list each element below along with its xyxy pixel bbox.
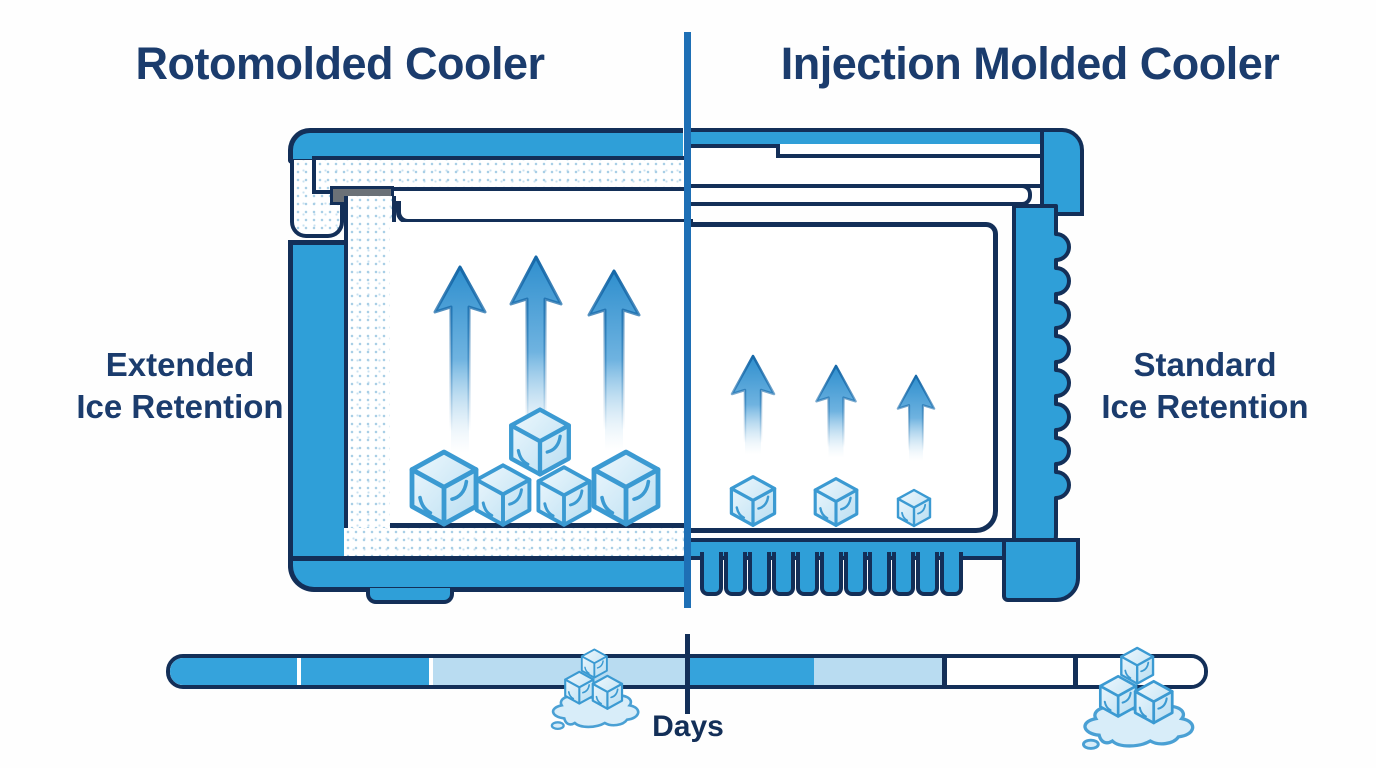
divider-line — [684, 32, 691, 608]
heat-arrow-large-icon — [509, 255, 563, 485]
timeline-segment — [301, 658, 429, 685]
label-standard-ice-retention: Standard Ice Retention — [1055, 344, 1355, 427]
injection-bottom-rib — [940, 552, 963, 596]
label-extended-ice-retention: Extended Ice Retention — [30, 344, 330, 427]
injection-bottom-rib — [748, 552, 771, 596]
label-extended-line2: Ice Retention — [76, 387, 284, 425]
timeline-segment — [170, 658, 297, 685]
divider-tick — [685, 634, 690, 714]
ice-cube-icon — [726, 474, 780, 528]
rotomolded-foot — [366, 588, 454, 604]
injection-lid-corner — [1040, 128, 1084, 216]
injection-bottom-rib — [868, 552, 891, 596]
rotomolded-wall-insulation — [344, 196, 396, 560]
heat-arrow-small-icon — [896, 374, 936, 478]
timeline-tick — [942, 658, 947, 685]
injection-bottom-rib — [700, 552, 723, 596]
page-title-left: Rotomolded Cooler — [135, 38, 545, 89]
timeline-segment — [814, 658, 942, 685]
timeline-segment — [947, 658, 1073, 685]
timeline-tick — [1073, 658, 1078, 685]
rotomolded-inner-lid-line — [396, 201, 693, 224]
rotomolded-bottom-slab — [288, 556, 688, 592]
ice-cube-icon — [810, 476, 862, 528]
injection-bottom-rib — [796, 552, 819, 596]
injection-foot — [1002, 538, 1080, 602]
page-title-right: Injection Molded Cooler — [780, 38, 1280, 89]
ice-cube-icon — [586, 448, 666, 528]
injection-bottom-rib — [916, 552, 939, 596]
heat-arrow-small-icon — [730, 354, 776, 474]
label-standard-line1: Standard — [1133, 346, 1277, 383]
injection-bottom-rib — [892, 552, 915, 596]
injection-bottom-rib — [820, 552, 843, 596]
label-standard-line2: Ice Retention — [1101, 387, 1309, 425]
label-extended-line1: Extended — [105, 346, 255, 383]
timeline-segment — [433, 658, 686, 685]
injection-ribbed-wall — [1012, 204, 1071, 564]
days-label: Days — [652, 710, 724, 743]
injection-lid-seal — [688, 184, 1032, 206]
ice-cube-icon — [894, 488, 934, 528]
melting-ice-icon — [1076, 638, 1200, 758]
timeline-segment — [686, 658, 814, 685]
ice-cube-icon — [470, 462, 536, 528]
injection-bottom-rib — [844, 552, 867, 596]
injection-bottom-rib — [724, 552, 747, 596]
injection-lid-groove — [776, 144, 1044, 158]
melting-ice-icon — [546, 636, 644, 742]
injection-bottom-rib — [772, 552, 795, 596]
heat-arrow-small-icon — [815, 364, 857, 476]
